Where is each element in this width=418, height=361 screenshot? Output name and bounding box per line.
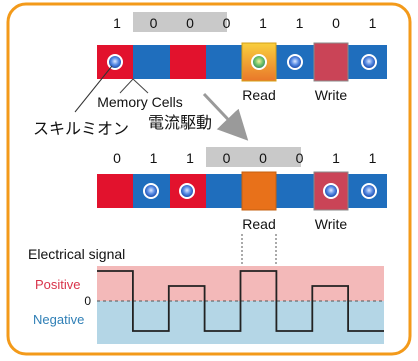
bit-label: 0 xyxy=(223,150,231,166)
skyrmion-icon xyxy=(251,54,267,70)
bit-label: 1 xyxy=(369,150,377,166)
bottom-read-label: Read xyxy=(242,216,275,232)
bottom-write-label: Write xyxy=(315,216,348,232)
bit-label: 0 xyxy=(332,15,340,31)
skyrmion-icon xyxy=(179,183,195,199)
skyrmion-icon xyxy=(287,54,303,70)
bottom-bit-highlight xyxy=(206,147,301,167)
bottom-bit-labels: 0 1 1 0 0 0 1 1 xyxy=(113,150,377,166)
skyrmion-label: スキルミオン xyxy=(33,119,129,138)
bit-label: 0 xyxy=(186,15,194,31)
bottom-read-box xyxy=(241,171,277,211)
bottom-track: 0 1 1 0 0 0 1 1 Read Write xyxy=(97,147,387,232)
bit-label: 1 xyxy=(332,150,340,166)
skyrmion-icon xyxy=(323,183,339,199)
top-write-box xyxy=(313,42,349,82)
bit-label: 0 xyxy=(259,150,267,166)
zero-label: 0 xyxy=(84,294,91,308)
shift-arrow-icon xyxy=(202,92,249,141)
skyrmion-icon xyxy=(361,54,377,70)
bit-label: 0 xyxy=(150,15,158,31)
bottom-skyrmions xyxy=(143,183,377,199)
top-skyrmions xyxy=(107,54,377,70)
top-red-cell-2 xyxy=(170,45,206,79)
bit-label: 0 xyxy=(296,150,304,166)
bit-label: 0 xyxy=(223,15,231,31)
bit-label: 0 xyxy=(113,150,121,166)
negative-label: Negative xyxy=(33,312,84,327)
skyrmion-icon xyxy=(107,54,123,70)
skyrmion-icon xyxy=(143,183,159,199)
signal-panel: Electrical signal Positive 0 Negative xyxy=(28,246,384,344)
skyrmion-icon xyxy=(361,183,377,199)
top-read-label: Read xyxy=(242,87,275,103)
annotation-lines xyxy=(74,65,149,113)
positive-label: Positive xyxy=(35,277,81,292)
memory-cells-label: Memory Cells xyxy=(97,94,183,110)
bit-label: 1 xyxy=(113,15,121,31)
bit-label: 1 xyxy=(150,150,158,166)
bottom-red-cell-1 xyxy=(97,174,133,208)
top-track: 1 0 0 0 1 1 0 1 Read Write xyxy=(97,12,387,103)
signal-title: Electrical signal xyxy=(28,246,125,262)
bit-label: 1 xyxy=(186,150,194,166)
signal-waveform xyxy=(97,270,384,332)
bit-label: 1 xyxy=(259,15,267,31)
bit-label: 1 xyxy=(296,15,304,31)
top-bit-highlight xyxy=(133,12,227,32)
bit-label: 1 xyxy=(369,15,377,31)
top-write-label: Write xyxy=(315,87,348,103)
current-drive-label: 電流駆動 xyxy=(148,113,212,132)
top-bit-labels: 1 0 0 0 1 1 0 1 xyxy=(113,15,377,31)
